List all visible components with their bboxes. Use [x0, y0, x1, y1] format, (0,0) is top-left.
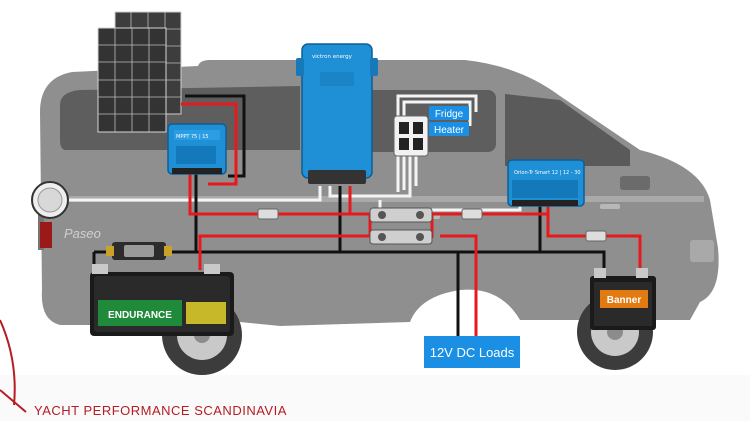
- van-badge: Paseo: [64, 226, 101, 241]
- mppt-label: MPPT 75 | 15: [176, 134, 209, 140]
- dc-loads-tag: 12V DC Loads: [424, 336, 520, 368]
- busbars: [369, 207, 433, 245]
- dcdc-label: Orion-Tr Smart 12 | 12 - 30: [514, 170, 581, 176]
- brand-footer: YACHT PERFORMANCE SCANDINAVIA: [34, 403, 287, 418]
- positive-wires: [181, 102, 642, 336]
- round-monitor: [31, 181, 69, 219]
- lithium-battery: ENDURANCE: [90, 264, 234, 336]
- relay-box: [393, 115, 429, 157]
- fridge-tag: Fridge: [429, 106, 469, 120]
- inverter-brand: victron energy: [312, 54, 353, 60]
- starter-battery-label: Banner: [607, 295, 642, 306]
- battery-shunt: [106, 242, 172, 260]
- solar-panel-front: [97, 27, 167, 133]
- starter-battery: Banner: [590, 268, 656, 330]
- fuse-holders: [257, 208, 607, 242]
- fridge-label: Fridge: [435, 109, 464, 120]
- mppt-solar-charger: MPPT 75 | 15: [167, 123, 227, 175]
- heater-label: Heater: [434, 125, 465, 136]
- brand-logo: YACHT PERFORMANCE SCANDINAVIA: [0, 319, 287, 418]
- floor: [0, 375, 750, 421]
- dc-dc-charger: Orion-Tr Smart 12 | 12 - 30: [507, 159, 585, 207]
- heater-tag: Heater: [429, 122, 469, 136]
- inverter-charger: victron energy: [296, 43, 378, 184]
- lithium-battery-label: ENDURANCE: [108, 310, 172, 321]
- dc-loads-label: 12V DC Loads: [430, 345, 515, 360]
